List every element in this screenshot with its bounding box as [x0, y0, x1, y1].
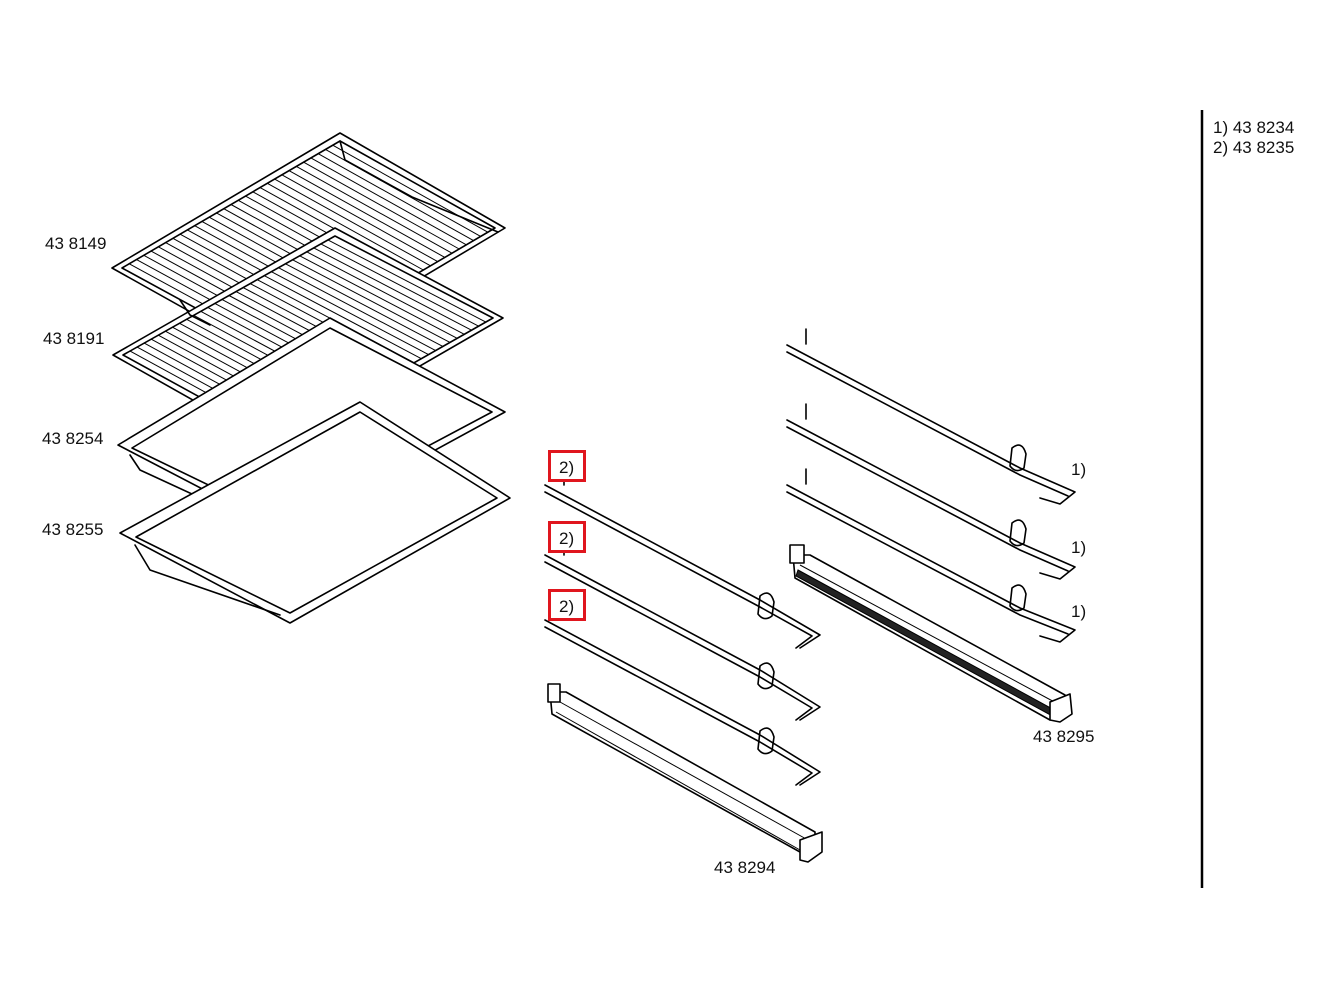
rack-wire: [310, 157, 467, 246]
rack-wire: [274, 178, 431, 267]
rack-wire: [327, 239, 487, 323]
rack-wire: [292, 259, 451, 343]
note-marker-1: 1): [1071, 538, 1087, 557]
note-marker-text: 2): [559, 529, 575, 548]
label-43-8295: 43 8295: [1033, 727, 1095, 746]
rack-wire: [264, 275, 422, 360]
rack-wire: [313, 247, 472, 331]
note-marker-text: 2): [559, 597, 575, 616]
label-43-8294: 43 8294: [714, 858, 776, 877]
rack-wire: [278, 267, 436, 351]
label-43-8254: 43 8254: [42, 429, 104, 448]
label-43-8191: 43 8191: [43, 329, 105, 348]
wire-rail-right-3: [786, 468, 1076, 643]
rack-wire: [288, 170, 446, 258]
rack-wire: [296, 165, 453, 254]
note-marker-text: 2): [559, 458, 575, 477]
highlighted-note-marker: 2): [548, 521, 586, 553]
note-marker-1: 1): [1071, 460, 1087, 479]
rack-wire: [299, 255, 458, 339]
wire-rail-right-2: [786, 403, 1076, 580]
rack-wire: [285, 263, 444, 347]
legend-line-2: 2) 43 8235: [1213, 138, 1295, 157]
rack-wire: [320, 243, 479, 327]
rack-wire: [267, 182, 424, 271]
rack-wire: [303, 161, 460, 250]
legend-line-1: 1) 43 8234: [1213, 118, 1295, 137]
label-43-8255: 43 8255: [42, 520, 104, 539]
rack-wire: [281, 174, 438, 263]
note-marker-1: 1): [1071, 602, 1087, 621]
rack-wire: [271, 271, 429, 356]
highlighted-note-marker: 2): [548, 589, 586, 621]
wire-rail-left-1: [544, 469, 821, 649]
slide-rail-43-8294: [547, 683, 823, 863]
highlighted-note-marker: 2): [548, 450, 586, 482]
tray-43-8255: [119, 401, 511, 624]
label-43-8149: 43 8149: [45, 234, 107, 253]
wire-rail-right-1: [786, 328, 1076, 505]
slide-rail-43-8295: [789, 544, 1073, 723]
rack-wire: [306, 251, 465, 335]
rack-wire: [317, 153, 474, 242]
